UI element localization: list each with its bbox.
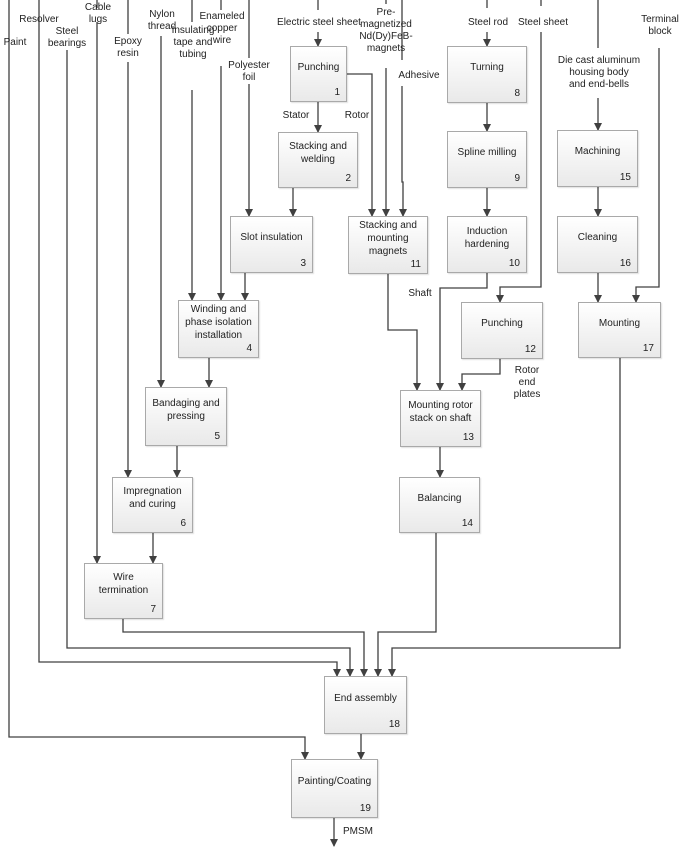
- process-title: Mounting rotor stack on shaft: [408, 399, 473, 424]
- input-resolver: Resolver: [19, 14, 59, 25]
- process-box-bandaging[interactable]: Bandaging and pressing 5: [145, 387, 227, 446]
- process-title: Painting/Coating: [297, 776, 372, 787]
- input-steel-bearings: Steel bearings: [47, 26, 87, 49]
- input-epoxy-resin: Epoxy resin: [114, 36, 142, 59]
- edge-label-shaft: Shaft: [408, 288, 432, 299]
- input-electric-steel-sheet: Electric steel sheet: [277, 17, 361, 28]
- input-insulating-tape: Insulating tape and tubing: [171, 25, 215, 60]
- process-box-stacking-welding[interactable]: Stacking and welding 2: [278, 132, 358, 188]
- process-number: 6: [180, 518, 186, 529]
- input-paint: Paint: [3, 37, 27, 48]
- process-box-end-assembly[interactable]: End assembly 18: [324, 676, 407, 734]
- process-title: Mounting: [598, 317, 641, 329]
- process-number: 9: [514, 173, 520, 184]
- process-number: 7: [150, 604, 156, 615]
- process-title: Induction hardening: [464, 225, 510, 250]
- process-title: Winding and phase isolation installation: [185, 303, 252, 341]
- process-box-balancing[interactable]: Balancing 14: [399, 477, 480, 533]
- process-box-induction-hardening[interactable]: Induction hardening 10: [447, 216, 527, 273]
- edge-resolver-18: [38, 0, 341, 677]
- process-box-painting[interactable]: Painting/Coating 19: [291, 759, 378, 818]
- process-title: Machining: [574, 146, 621, 157]
- process-box-mounting-rotor-stack[interactable]: Mounting rotor stack on shaft 13: [400, 390, 481, 447]
- process-title: Cleaning: [577, 232, 618, 243]
- process-number: 12: [524, 344, 536, 355]
- process-box-punching-end-plates[interactable]: Punching 12: [461, 302, 543, 359]
- process-box-stacking-magnets[interactable]: Stacking and mounting magnets 11: [348, 216, 428, 274]
- process-box-mounting-housing[interactable]: Mounting 17: [578, 302, 661, 358]
- process-title: Balancing: [417, 492, 462, 504]
- edge-12-13: [458, 359, 501, 391]
- process-box-punching[interactable]: Punching 1: [290, 46, 347, 102]
- process-number: 11: [410, 259, 421, 270]
- process-number: 15: [619, 172, 631, 183]
- edge-7-18: [122, 619, 368, 677]
- process-number: 3: [300, 258, 306, 269]
- process-number: 1: [334, 87, 340, 98]
- edge-label-output: PMSM: [343, 826, 373, 837]
- process-number: 4: [246, 343, 252, 354]
- input-cable-lugs: Cable lugs: [84, 2, 112, 25]
- process-box-wire-termination[interactable]: Wire termination 7: [84, 563, 163, 619]
- edge-1-11: [347, 73, 376, 217]
- edge-17-18: [388, 358, 621, 677]
- process-box-impregnation[interactable]: Impregnation and curing 6: [112, 477, 193, 533]
- process-title: Wire termination: [98, 572, 149, 596]
- process-number: 14: [461, 518, 473, 529]
- process-number: 13: [462, 432, 474, 443]
- process-box-turning[interactable]: Turning 8: [447, 46, 527, 103]
- process-title: Punching: [481, 318, 523, 329]
- process-number: 19: [359, 803, 371, 814]
- edge-label-rotor: Rotor: [344, 110, 370, 121]
- process-box-slot-insulation[interactable]: Slot insulation 3: [230, 216, 313, 273]
- process-title: Turning: [470, 62, 504, 73]
- process-title: End assembly: [334, 692, 397, 704]
- input-steel-rod: Steel rod: [467, 17, 509, 28]
- process-title: Stacking and welding: [289, 141, 347, 165]
- edge-14-18: [374, 533, 437, 677]
- process-number: 16: [619, 258, 631, 269]
- input-nylon-thread: Nylon thread: [147, 9, 177, 32]
- process-title: Spline milling: [457, 147, 517, 158]
- edge-terminal-17: [632, 48, 660, 303]
- edge-label-rotor-end-plates: Rotor end plates: [513, 365, 541, 400]
- input-enameled-wire: Enameled copper wire: [199, 11, 245, 46]
- process-title: Bandaging and pressing: [152, 397, 220, 422]
- process-number: 8: [514, 88, 520, 99]
- edge-label-stator: Stator: [282, 110, 310, 121]
- process-title: Slot insulation: [240, 232, 303, 243]
- process-title: Impregnation and curing: [123, 486, 182, 510]
- input-die-cast-housing: Die cast aluminum housing body and end-b…: [557, 55, 641, 90]
- process-title: Stacking and mounting magnets: [359, 219, 417, 257]
- input-magnets: Pre- magnetized Nd(Dy)FeB- magnets: [359, 7, 413, 54]
- edge-10-13: [436, 273, 488, 391]
- process-number: 5: [214, 431, 220, 442]
- process-box-cleaning[interactable]: Cleaning 16: [557, 216, 638, 273]
- process-box-winding[interactable]: Winding and phase isolation installation…: [178, 300, 259, 358]
- process-box-machining[interactable]: Machining 15: [557, 130, 638, 187]
- process-title: Punching: [297, 61, 340, 73]
- process-number: 17: [642, 343, 654, 354]
- input-polyester-foil: Polyester foil: [228, 60, 270, 83]
- edge-paint-19: [8, 0, 309, 760]
- edge-11-13: [387, 274, 421, 391]
- process-number: 18: [388, 719, 400, 730]
- input-terminal-block: Terminal block: [641, 14, 679, 37]
- edge-bearings-18: [66, 50, 354, 677]
- process-number: 2: [345, 173, 351, 184]
- input-steel-sheet: Steel sheet: [517, 17, 569, 28]
- process-box-spline-milling[interactable]: Spline milling 9: [447, 131, 527, 188]
- process-number: 10: [508, 258, 520, 269]
- input-adhesive: Adhesive: [398, 70, 440, 81]
